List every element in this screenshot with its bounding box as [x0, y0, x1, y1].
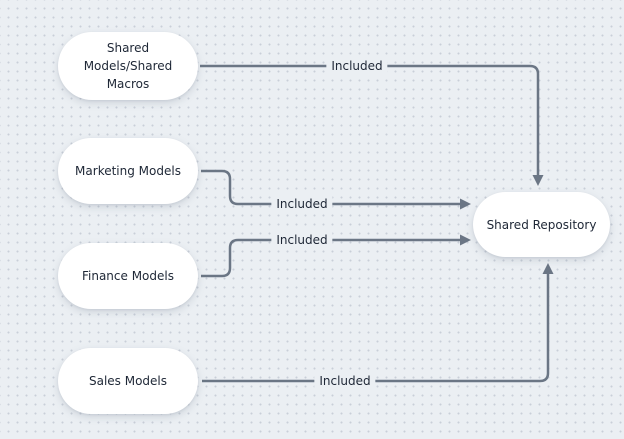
- node-label: Finance Models: [81, 269, 174, 283]
- edge-label-included: Included: [314, 373, 376, 389]
- node-shared-repository: Shared Repository: [473, 192, 610, 257]
- node-shared-models-shared-macros: Shared Models/Shared Macros: [58, 32, 198, 100]
- arrowhead-right-icon: [460, 234, 471, 246]
- node-label: Sales Models: [88, 374, 168, 388]
- node-label: Shared Repository: [486, 217, 597, 232]
- edge-label-included: Included: [271, 232, 333, 248]
- edge-shared-models-to-repository: [200, 64, 544, 186]
- edge-marketing-to-repository: [201, 169, 471, 210]
- node-marketing-models: Marketing Models: [58, 138, 198, 204]
- node-sales-models: Sales Models: [58, 348, 198, 414]
- node-finance-models: Finance Models: [58, 243, 198, 309]
- edge-finance-to-repository: [201, 234, 471, 278]
- edge-label-included: Included: [326, 58, 388, 74]
- edge-label-included: Included: [271, 196, 333, 212]
- arrowhead-right-icon: [460, 198, 471, 210]
- edge-sales-to-repository: [202, 263, 554, 383]
- node-label: Marketing Models: [75, 164, 181, 178]
- node-label: Shared Models/Shared Macros: [83, 41, 173, 91]
- arrowhead-down-icon: [532, 175, 544, 186]
- arrowhead-up-icon: [542, 263, 554, 274]
